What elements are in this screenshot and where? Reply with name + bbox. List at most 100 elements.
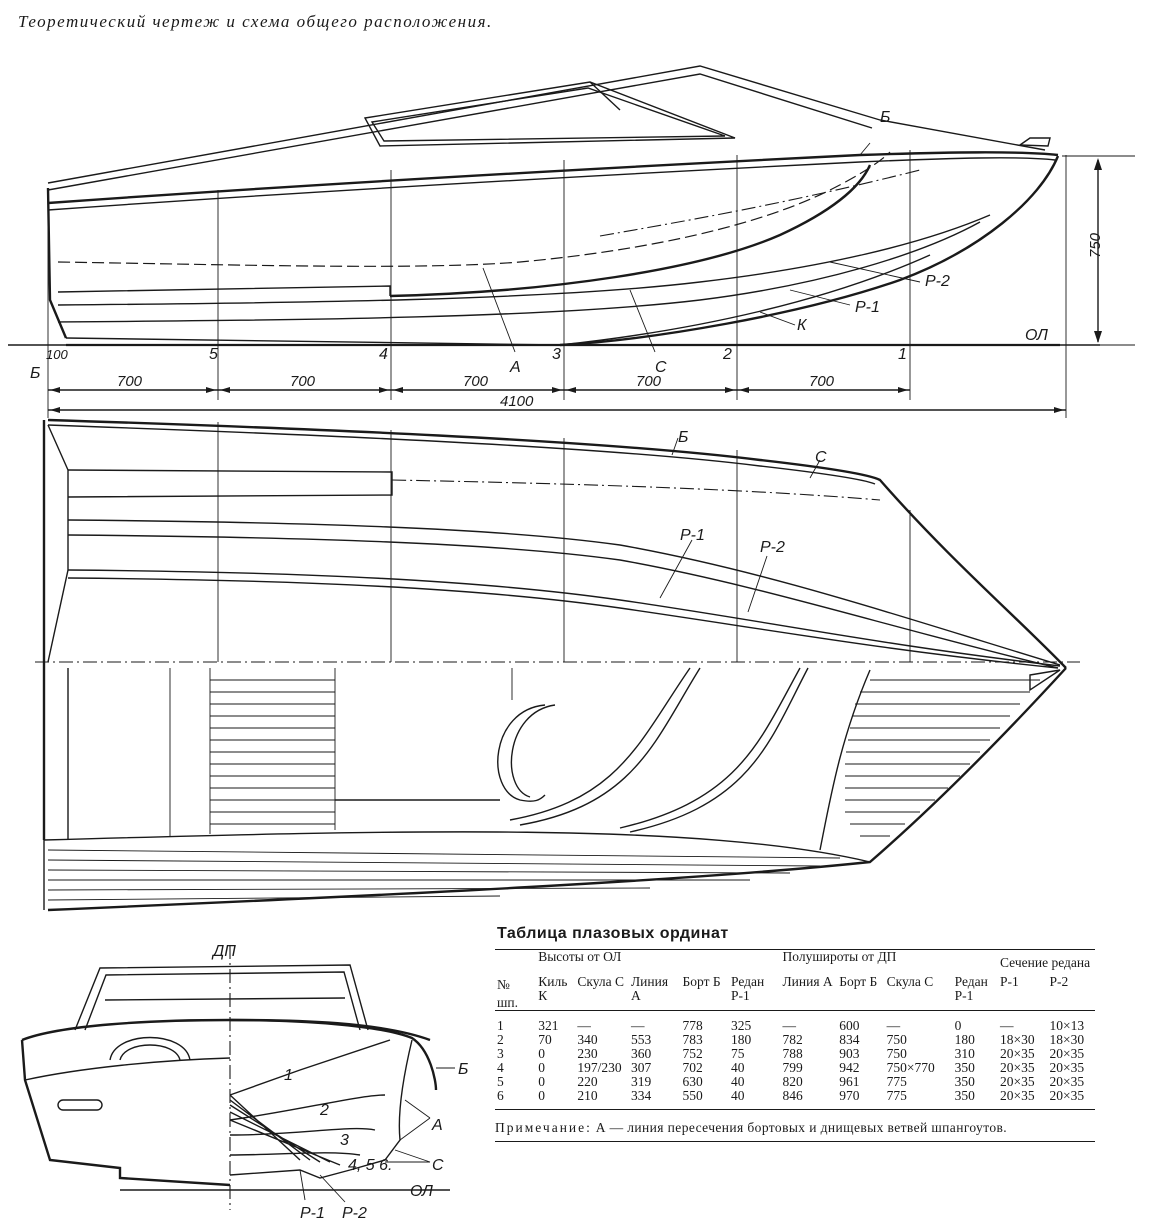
table-cell: 210: [577, 1088, 598, 1103]
table-cell: 340: [577, 1032, 598, 1047]
spacing-label: 700: [636, 373, 662, 390]
table-cell: 350: [954, 1074, 975, 1089]
label-c: С: [655, 359, 667, 376]
station-label-3: 3: [552, 346, 561, 363]
table-cell: 903: [839, 1046, 860, 1061]
col-no: №: [497, 977, 510, 992]
section-label-c: С: [432, 1157, 444, 1174]
table-cell: 702: [682, 1060, 703, 1075]
table-cell: 310: [954, 1046, 975, 1061]
table-cell: 180: [954, 1032, 975, 1047]
windshield-frame: [74, 964, 369, 1031]
table-cell: 20×35: [1000, 1088, 1035, 1103]
plan-view: Б С Р-1 Р-2: [35, 418, 1080, 669]
table-cell: 6: [497, 1088, 504, 1103]
table-cell: 783: [682, 1032, 703, 1047]
section-label-3: 3: [340, 1132, 349, 1149]
section-label-r2: Р-2: [342, 1205, 367, 1222]
steering-wheel: [109, 1036, 191, 1061]
table-cell: 18×30: [1049, 1032, 1085, 1047]
section-label-a: А: [431, 1117, 443, 1134]
arrangement-view: [42, 662, 1067, 912]
chine-line-c: [389, 164, 872, 298]
col-header: Скула С: [577, 974, 625, 989]
spray-rail-r1: [57, 221, 981, 323]
section-view: ДП Б А С ОЛ Р-1 Р-2 1 2: [20, 943, 468, 1222]
station-label-2: 2: [722, 346, 732, 363]
table-cell: 820: [782, 1074, 803, 1089]
plan-r1-a: [67, 519, 1061, 666]
table-cell: 20×35: [1049, 1046, 1085, 1061]
table-cell: 775: [886, 1088, 907, 1103]
table-cell: 334: [631, 1088, 652, 1103]
table-cell: 846: [782, 1088, 803, 1103]
table-cell: 197/230: [577, 1060, 622, 1075]
table-cell: 600: [839, 1018, 860, 1033]
table-cell: 180: [730, 1032, 752, 1047]
table-cell: 799: [782, 1060, 803, 1075]
col-header: Киль К: [538, 974, 568, 1003]
table-cell: 325: [730, 1018, 752, 1033]
table-cell: 5: [497, 1074, 504, 1089]
overall-length-label: 4100: [500, 393, 534, 410]
col-header: Линия А: [631, 974, 669, 1003]
label-750: 750: [1087, 232, 1104, 258]
plan-r2: [67, 569, 1061, 667]
plan-label-r1: Р-1: [680, 527, 705, 544]
table-cell: 775: [886, 1074, 907, 1089]
table-cell: 0: [538, 1060, 545, 1075]
col-shp: шп.: [497, 995, 518, 1010]
section-label-456: 4, 5 6.: [348, 1157, 392, 1174]
table-cell: —: [1000, 1018, 1014, 1033]
col-header: Редан Р-1: [730, 974, 765, 1003]
table-title: Таблица плазовых ординат: [497, 925, 729, 942]
section-label-1: 1: [284, 1067, 293, 1084]
keel-line-k: [65, 254, 931, 346]
table-cell: 40: [730, 1088, 745, 1103]
sheer-line-b: [47, 151, 1059, 205]
spray-rail-r2: [57, 214, 991, 306]
table-cell: 778: [682, 1018, 703, 1033]
table-cell: 230: [577, 1046, 598, 1061]
group-section: Сечение редана: [1000, 955, 1091, 970]
ordinates-table: № шп. Высоты от ОЛ Полушироты от ДП Сече…: [495, 950, 1095, 1103]
table-cell: 0: [538, 1074, 545, 1089]
group-heights: Высоты от ОЛ: [538, 949, 622, 964]
col-header: Борт Б: [682, 974, 721, 989]
table-cell: 550: [682, 1088, 703, 1103]
plan-label-c: С: [815, 449, 827, 466]
table-cell: 970: [839, 1088, 860, 1103]
note-text: А — линия пересечения бортовых и днищевы…: [595, 1120, 1008, 1135]
spacing-label: 700: [290, 373, 316, 390]
label-r2: Р-2: [925, 273, 950, 290]
table-cell: 10×13: [1049, 1018, 1085, 1033]
label-b: Б: [880, 109, 890, 126]
table-cell: 70: [538, 1032, 552, 1047]
table-note: Примечание: А — линия пересечения бортов…: [495, 1120, 1095, 1135]
section-label-dp: ДП: [211, 943, 236, 960]
table-cell: 750×770: [886, 1060, 935, 1075]
table-cell: 18×30: [1000, 1032, 1035, 1047]
section-label-ol: ОЛ: [410, 1183, 433, 1200]
table-cell: 1: [497, 1018, 504, 1033]
spacing-label: 700: [463, 373, 489, 390]
label-100: 100: [46, 347, 68, 362]
section-label-b: Б: [458, 1061, 468, 1078]
table-cell: 319: [631, 1074, 652, 1089]
table-cell: 20×35: [1000, 1060, 1035, 1075]
table-cell: —: [886, 1018, 901, 1033]
name-plate: [57, 1099, 103, 1111]
table-cell: 788: [782, 1046, 803, 1061]
transom: [46, 187, 68, 339]
label-r1: Р-1: [855, 299, 880, 316]
label-k: К: [797, 317, 808, 334]
table-cell: 220: [577, 1074, 598, 1089]
table-cell: 0: [538, 1046, 545, 1061]
